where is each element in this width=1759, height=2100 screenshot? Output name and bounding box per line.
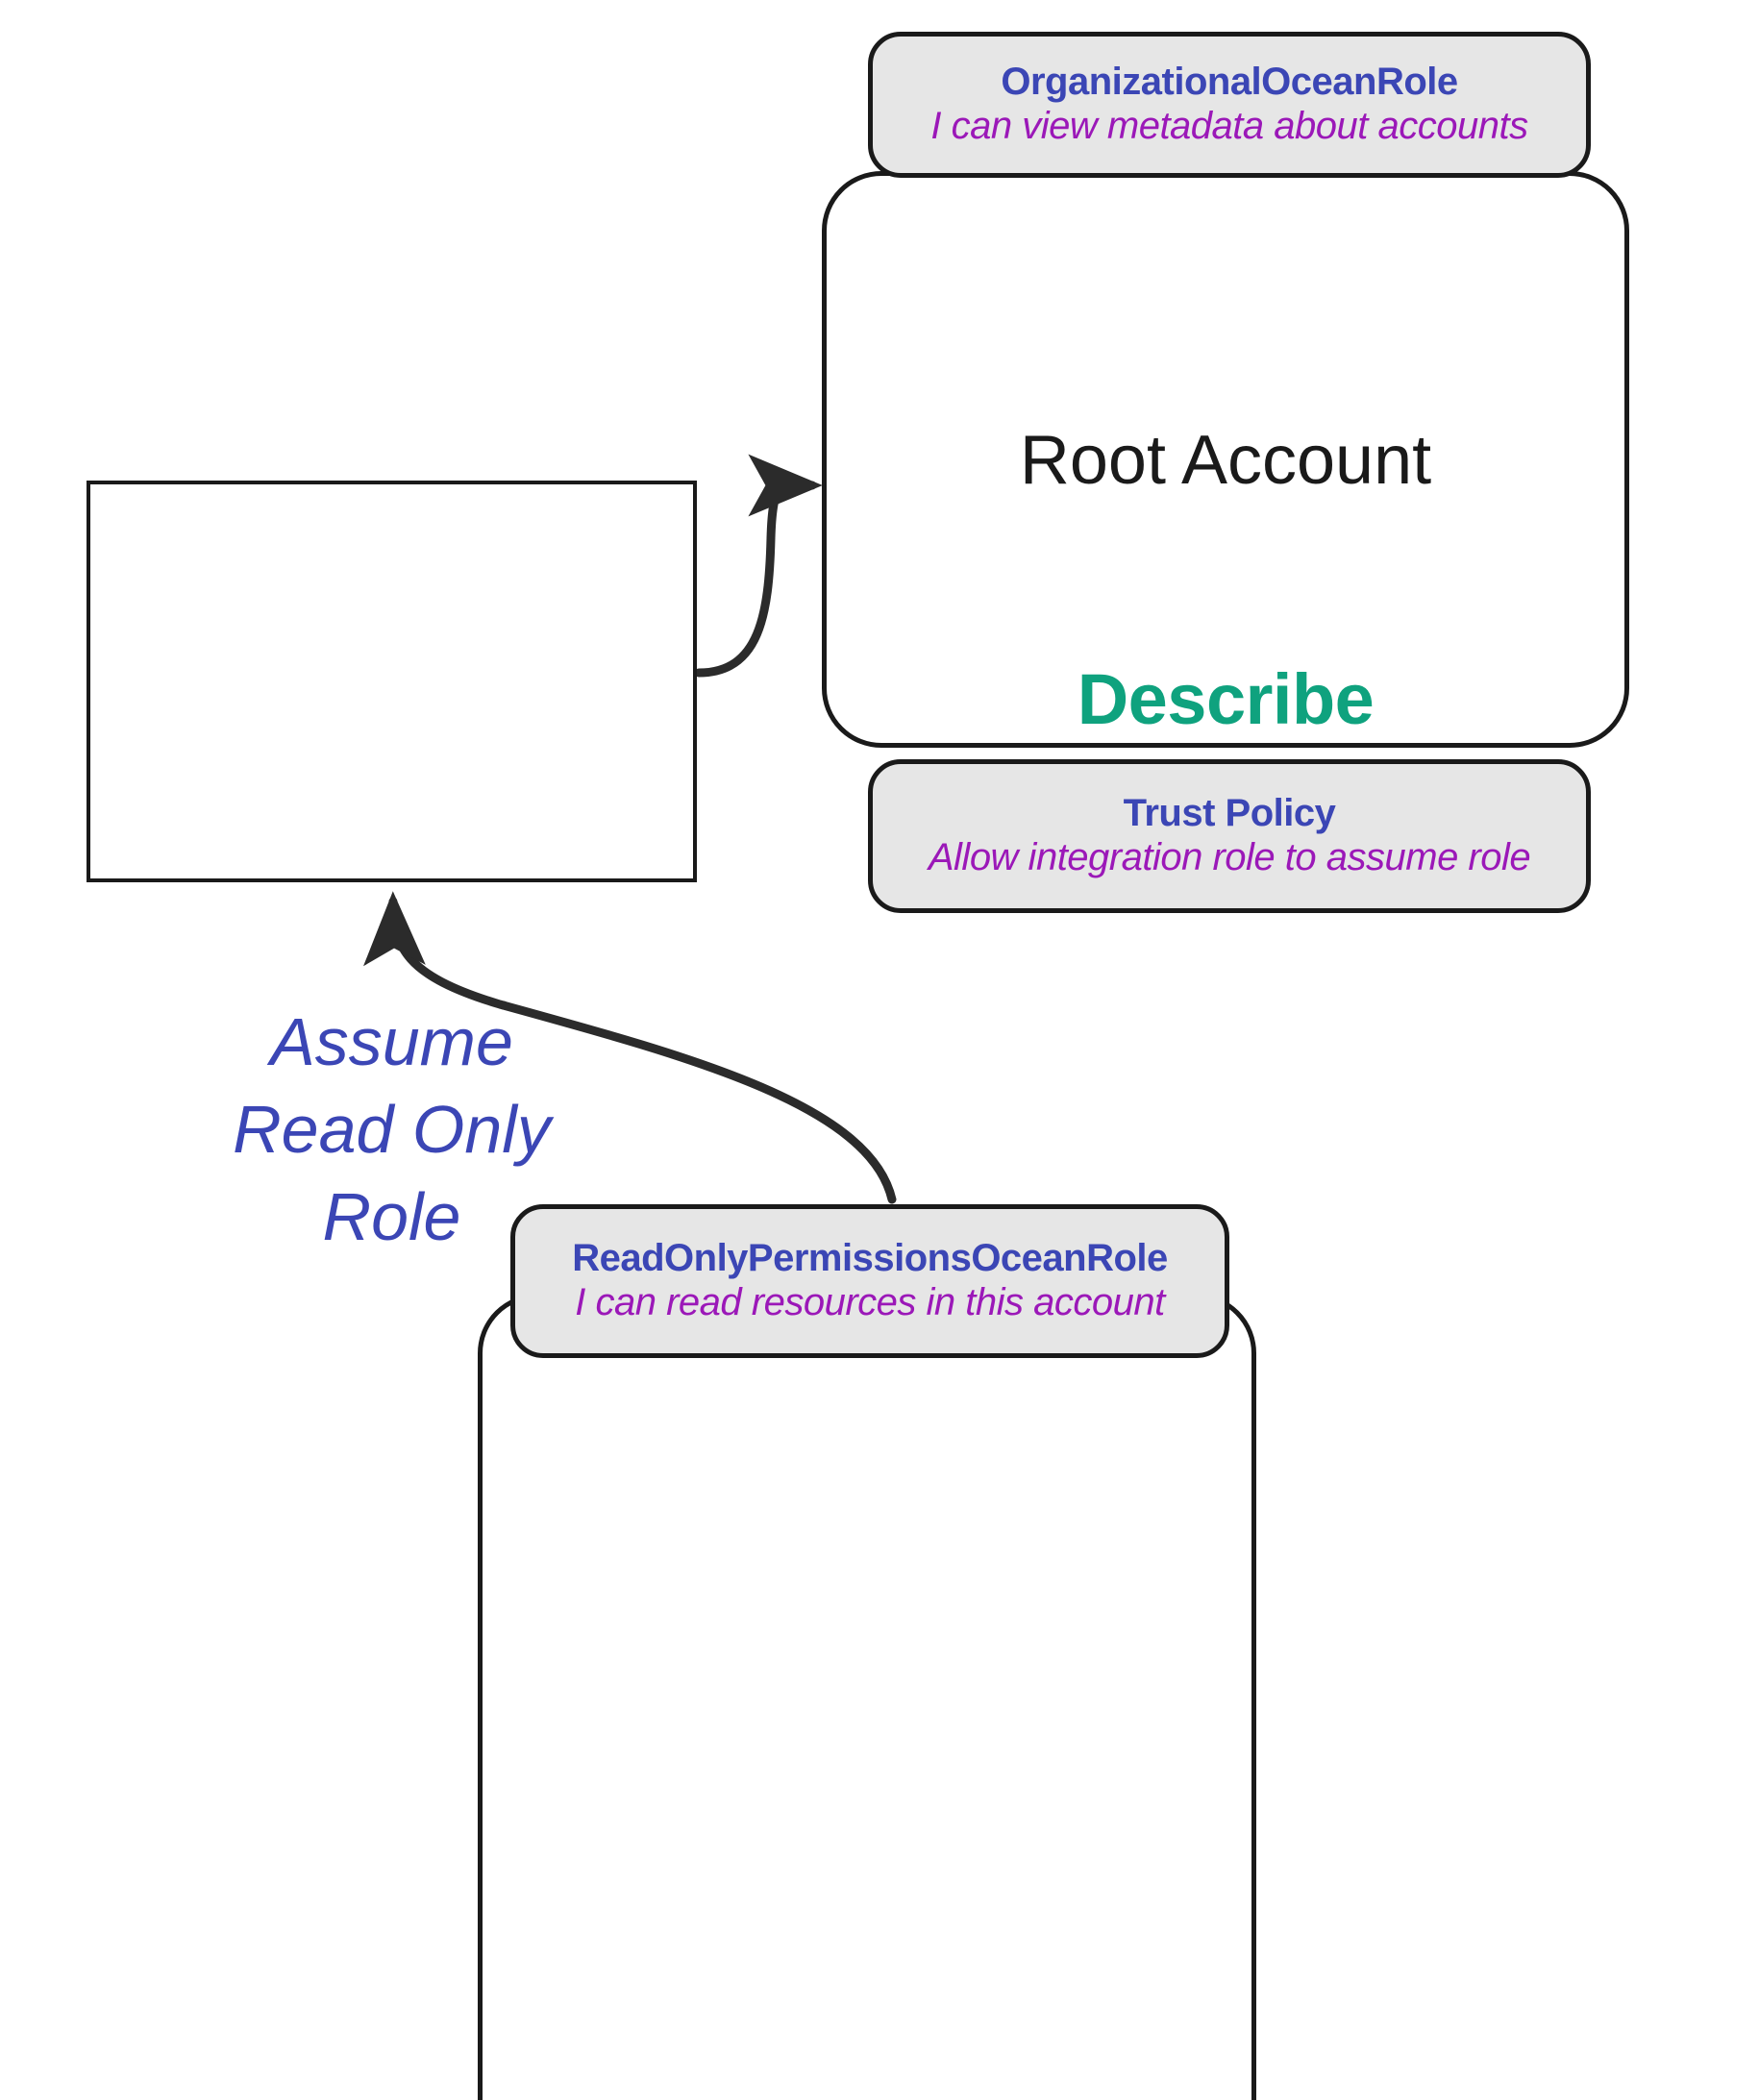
read-only-permissions-ocean-role-title: ReadOnlyPermissionsOceanRole xyxy=(572,1237,1168,1280)
root-account-box[interactable]: Root Account Describe Account xyxy=(822,171,1629,826)
assume-read-only-role-box[interactable]: Assume Read Only Role xyxy=(87,481,697,1254)
read-only-permissions-ocean-role-description: I can read resources in this account xyxy=(575,1281,1165,1324)
trust-policy-title: Trust Policy xyxy=(1123,792,1336,835)
root-resource-line-1: Describe xyxy=(1077,659,1375,739)
assume-label-line-1: Assume xyxy=(270,1004,513,1079)
trust-policy-description: Allow integration role to assume role xyxy=(928,836,1531,879)
assume-label-line-2: Read Only xyxy=(233,1092,551,1167)
root-account-title: Root Account xyxy=(1019,422,1432,499)
read-only-permissions-ocean-role-badge[interactable]: ReadOnlyPermissionsOceanRole I can read … xyxy=(510,1204,1229,1358)
edge-assume-to-root xyxy=(694,454,823,678)
edge-integration-to-assume xyxy=(363,891,897,1204)
trust-policy-badge[interactable]: Trust Policy Allow integration role to a… xyxy=(868,759,1591,913)
organizational-ocean-role-badge[interactable]: OrganizationalOceanRole I can view metad… xyxy=(868,32,1591,178)
integration-account-box[interactable]: Integration Account Resource1..N xyxy=(478,1294,1256,2100)
assume-read-only-role-label: Assume Read Only Role xyxy=(90,999,693,1261)
organizational-ocean-role-title: OrganizationalOceanRole xyxy=(1001,61,1458,104)
organizational-ocean-role-description: I can view metadata about accounts xyxy=(930,105,1528,148)
assume-label-line-3: Role xyxy=(322,1179,461,1254)
